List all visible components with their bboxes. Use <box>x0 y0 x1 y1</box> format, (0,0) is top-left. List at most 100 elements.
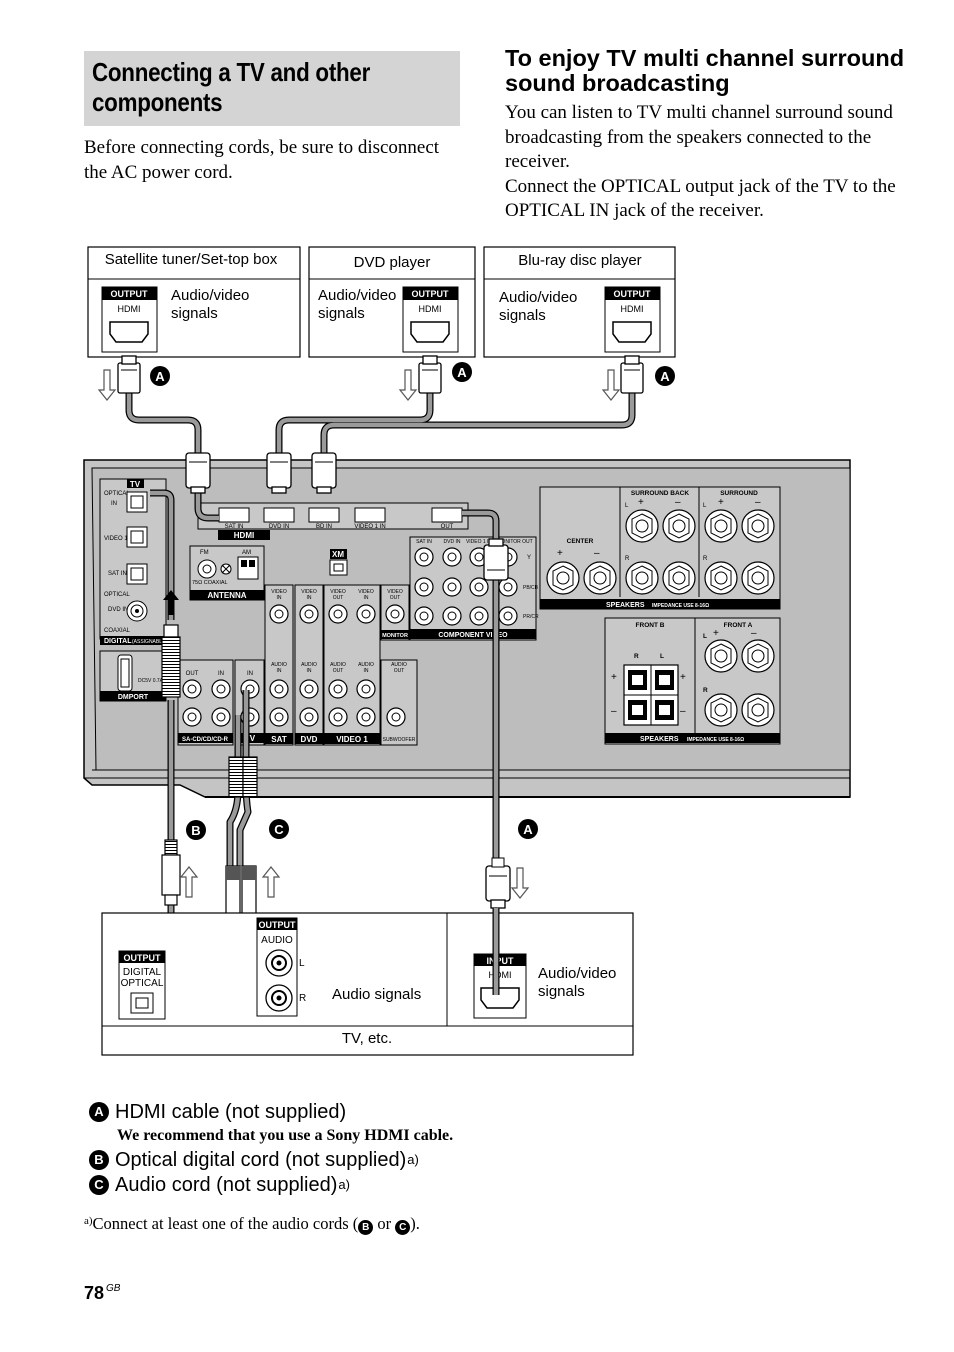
jack-audio-in-v1-l2: IN <box>364 668 369 674</box>
front-b-plus-l: + <box>611 672 617 683</box>
receiver-sat-in-label: SAT IN <box>108 571 127 577</box>
hdmi-port-label-dvd: DVD IN <box>269 524 289 530</box>
impedance-top-label: IMPEDANCE USE 8-16Ω <box>652 603 709 609</box>
footnote: a)Connect at least one of the audio cord… <box>84 1214 420 1235</box>
component-y-label: Y <box>527 555 531 561</box>
intro-text: Before connecting cords, be sure to disc… <box>84 137 440 183</box>
jack-audio-out-sub-l2: OUT <box>394 668 405 674</box>
source-bluray-signal-line1: Audio/video <box>499 289 577 306</box>
receiver-dcv-label: DC5V 0.7A MAX <box>138 678 176 684</box>
jack-audio-in-sat-l2: IN <box>277 668 282 674</box>
receiver-optical-label: OPTICAL <box>104 491 130 497</box>
surround-back-label: SURROUND BACK <box>631 490 689 497</box>
jack-video-in-sat-l1: VIDEO <box>271 589 287 595</box>
jack-audio-out-sub-l1: AUDIO <box>391 662 407 668</box>
legend-marker-c: C <box>89 1175 109 1195</box>
antenna-coax-label: 75Ω COAXIAL <box>192 580 228 586</box>
receiver-assignable-label: (ASSIGNABLE) <box>132 639 167 645</box>
hdmi-port-label-out: OUT <box>441 524 454 530</box>
hdmi-port-label-bd: BD IN <box>316 524 332 530</box>
front-a-label: FRONT A <box>724 622 753 629</box>
front-a-minus: – <box>751 628 757 639</box>
tv-optical-label-2: OPTICAL <box>121 978 164 989</box>
receiver-digital-label: DIGITAL <box>104 638 132 645</box>
flow-arrow-icon <box>97 369 117 401</box>
legend-text-a: HDMI cable (not supplied) <box>115 1101 347 1123</box>
component-col-sat: SAT IN <box>416 539 432 545</box>
hdmi-port-label-sat: SAT IN <box>225 524 244 530</box>
audio-group-dvd: DVD <box>301 735 318 744</box>
receiver-dmport-label: DMPORT <box>118 694 149 701</box>
flow-arrow-icon <box>601 369 621 401</box>
front-a-r: R <box>703 687 708 694</box>
antenna-am-label: AM <box>242 550 251 556</box>
monitor-label: MONITOR <box>382 633 408 639</box>
receiver-video1-in-label: VIDEO 1 IN <box>104 536 135 542</box>
jack-video-out-v1-l1: VIDEO <box>330 589 346 595</box>
multichannel-title: To enjoy TV multi channel surround sound… <box>505 45 905 96</box>
antenna-fm-label: FM <box>200 550 209 556</box>
footnote-post: ). <box>410 1214 420 1233</box>
source-satellite-output-label: OUTPUT <box>111 289 149 299</box>
jack-audio-out-v1-l1: AUDIO <box>330 662 346 668</box>
marker-c: C <box>274 822 284 837</box>
legend-item-a: A HDMI cable (not supplied) <box>89 1100 346 1124</box>
front-b-minus-r: – <box>680 706 686 717</box>
flow-arrow-icon <box>398 369 418 401</box>
source-bluray-name: Blu-ray disc player <box>518 252 641 269</box>
jack-audio-out-v1-l2: OUT <box>333 668 344 674</box>
speakers-top-label: SPEAKERS <box>606 602 645 609</box>
jack-video-in-v1-l2: IN <box>364 595 369 601</box>
component-col-dvd: DVD IN <box>444 539 461 545</box>
xm-label: XM <box>332 550 344 559</box>
front-b-plus-r: + <box>680 672 686 683</box>
hdmi-recommendation: We recommend that you use a Sony HDMI ca… <box>117 1127 454 1144</box>
audio-group-sat: SAT <box>271 735 287 744</box>
audio-group-video1: VIDEO 1 <box>336 735 368 744</box>
tv-input-port: HDMI <box>489 970 512 980</box>
spk-sb-l: L <box>625 503 629 509</box>
hdmi-port-label-video1: VIDEO 1 IN <box>354 524 385 530</box>
source-bluray-hdmi-port: OUTPUT HDMI <box>604 286 661 353</box>
flow-arrow-icon <box>261 866 281 898</box>
legend-sup-c: a) <box>338 1177 350 1192</box>
component-video-label: COMPONENT VIDEO <box>438 632 508 639</box>
jack-audio-in-sat-l1: AUDIO <box>271 662 287 668</box>
component-col-video1: VIDEO 1 IN <box>466 539 493 545</box>
surround-label: SURROUND <box>720 490 758 497</box>
source-dvd-signal-line1: Audio/video <box>318 287 396 304</box>
page-number-suffix: GB <box>106 1283 121 1294</box>
section-title: Connecting a TV and other components <box>92 57 371 117</box>
marker-b: B <box>191 823 200 838</box>
source-dvd-name: DVD player <box>354 254 431 271</box>
jack-audio-in-dvd-l1: AUDIO <box>301 662 317 668</box>
spk-center-plus: + <box>557 548 563 559</box>
front-b-r: R <box>634 653 639 660</box>
footnote-pre: Connect at least one of the audio cords … <box>92 1214 359 1233</box>
source-dvd-signal-line2: signals <box>318 305 365 322</box>
footnote-mid: or <box>373 1214 396 1233</box>
sacd-in-label: IN <box>218 671 224 677</box>
multichannel-body: You can listen to TV multi channel surro… <box>505 101 905 224</box>
spk-sur-r: R <box>703 556 708 562</box>
tv-audio-in-label: IN <box>247 671 253 677</box>
tv-audio-l: L <box>299 958 305 969</box>
receiver-optical-in-label: IN <box>111 501 117 507</box>
center-label: CENTER <box>567 538 594 545</box>
marker-a-sat: A <box>155 369 165 384</box>
spk-sb-r: R <box>625 556 630 562</box>
speaker-terminals-top <box>546 509 775 595</box>
hdmi-strip-label: HDMI <box>234 531 254 540</box>
receiver-optical-label-2: OPTICAL <box>104 592 130 598</box>
front-b-label: FRONT B <box>636 622 665 629</box>
spk-center-minus: – <box>594 548 600 559</box>
tv-optical-label-1: DIGITAL <box>123 967 162 978</box>
legend-marker-a: A <box>89 1102 109 1122</box>
